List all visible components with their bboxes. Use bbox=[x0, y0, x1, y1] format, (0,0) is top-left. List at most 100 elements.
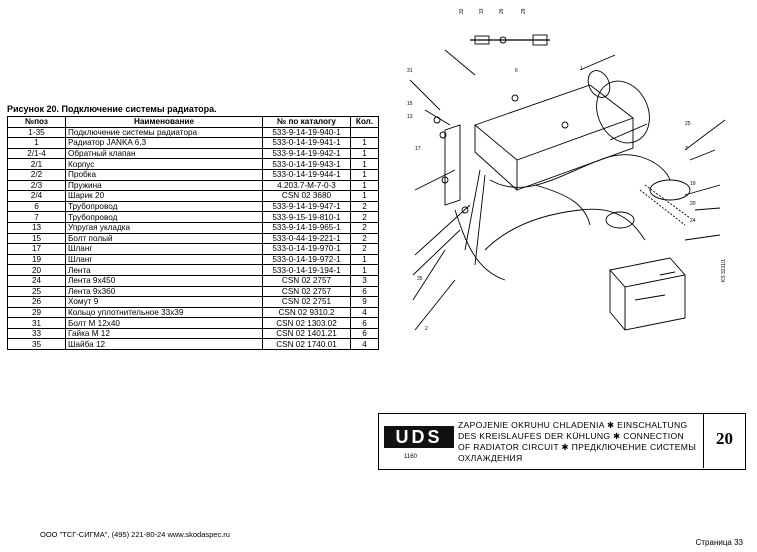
cell-catalog: CSN 02 3680 bbox=[262, 190, 351, 202]
callout-label: 15 bbox=[407, 101, 413, 107]
cell-qty: 1 bbox=[350, 179, 379, 192]
cell-qty: 1 bbox=[350, 190, 379, 202]
cell-name: Трубопровод bbox=[65, 211, 263, 223]
cell-name: Трубопровод bbox=[65, 200, 263, 213]
title-block-frame bbox=[378, 413, 746, 470]
callout-label: 17 bbox=[415, 146, 421, 152]
footer-contact: ООО "ТСГ-СИГМА", (495) 221-80-24 www.sko… bbox=[40, 530, 230, 539]
table-header-row: №поз Наименование № по каталогу Кол. bbox=[7, 116, 379, 128]
col-header-catalog: № по каталогу bbox=[262, 116, 351, 128]
cell-pos: 13 bbox=[7, 221, 66, 234]
cell-catalog: CSN 02 2751 bbox=[262, 296, 351, 308]
figure-number-box: 20 bbox=[703, 413, 745, 468]
cell-catalog: CSN 02 1303.02 bbox=[262, 317, 351, 329]
cell-pos: 19 bbox=[7, 253, 66, 266]
cell-name: Шарик 20 bbox=[65, 190, 263, 202]
callout-label: 35 bbox=[417, 276, 423, 282]
cell-pos: 2/1-4 bbox=[7, 147, 66, 160]
cell-name: Пружина bbox=[65, 179, 263, 192]
callout-label: 24 bbox=[690, 218, 696, 224]
figure-caption: Рисунок 20. Подключение системы радиатор… bbox=[7, 104, 217, 114]
parts-table: №поз Наименование № по каталогу Кол. 1-3… bbox=[7, 116, 379, 351]
cell-pos: 2/3 bbox=[7, 179, 66, 192]
cell-name: Подключение системы радиатора bbox=[65, 126, 263, 139]
cell-name: Лента 9х360 bbox=[65, 285, 263, 298]
cell-pos: 31 bbox=[7, 317, 66, 329]
cell-catalog: 533-0-14-19-970-1 bbox=[262, 243, 351, 255]
cell-catalog: 533-0-14-19-941-1 bbox=[262, 137, 351, 149]
cell-catalog: 4.203.7-М-7-0-3 bbox=[262, 179, 351, 192]
cell-pos: 2/2 bbox=[7, 168, 66, 181]
cell-name: Лента 9х450 bbox=[65, 274, 263, 287]
cell-name: Шайба 12 bbox=[65, 338, 263, 351]
cell-qty: 6 bbox=[350, 285, 379, 298]
cell-qty: 2 bbox=[350, 200, 379, 213]
cell-catalog: 533-0-14-19-944-1 bbox=[262, 168, 351, 181]
callout-label: 25 bbox=[685, 121, 691, 127]
cell-name: Обратный клапан bbox=[65, 147, 263, 160]
cell-pos: 15 bbox=[7, 232, 66, 245]
cell-name: Лента bbox=[65, 264, 263, 276]
cell-qty: 2 bbox=[350, 221, 379, 234]
col-header-name: Наименование bbox=[65, 116, 263, 128]
cell-catalog: 533-0-14-19-194-1 bbox=[262, 264, 351, 276]
cell-catalog: 533-0-14-19-943-1 bbox=[262, 158, 351, 170]
cell-name: Болт М 12х40 bbox=[65, 317, 263, 329]
logo-code: 1160 bbox=[404, 454, 417, 460]
cell-qty: 6 bbox=[350, 317, 379, 329]
cell-name: Корпус bbox=[65, 158, 263, 170]
cell-qty: 4 bbox=[350, 306, 379, 319]
cell-qty: 3 bbox=[350, 274, 379, 287]
drawing-code: KS 3211/1 bbox=[721, 259, 727, 282]
cell-qty: 1 bbox=[350, 264, 379, 276]
title-line-3: OF RADIATOR CIRCUIT ✱ ПРЕДКЛЮЧЕНИЕ СИСТЕ… bbox=[458, 442, 697, 452]
callout-label: 19 bbox=[690, 181, 696, 187]
cell-name: Кольцо уплотнительное 33х39 bbox=[65, 306, 263, 319]
cell-qty: 2 bbox=[350, 211, 379, 223]
cell-name: Хомут 9 bbox=[65, 296, 263, 308]
callout-label: 26 bbox=[499, 8, 505, 14]
title-block-text: ZAPOJENIE OKRUHU CHLADENIA ✱ EINSCHALTUN… bbox=[458, 420, 696, 464]
col-header-qty: Кол. bbox=[350, 116, 379, 128]
title-line-4: ОХЛАЖДЕНИЯ bbox=[458, 453, 523, 463]
cell-catalog: CSN 02 1740.01 bbox=[262, 338, 351, 351]
callout-label: 13 bbox=[407, 114, 413, 120]
cell-qty: 1 bbox=[350, 168, 379, 181]
title-block: UDS 1160 ZAPOJENIE OKRUHU CHLADENIA ✱ EI… bbox=[378, 410, 746, 470]
cell-qty: 1 bbox=[350, 137, 379, 149]
cell-name: Шланг bbox=[65, 253, 263, 266]
cell-pos: 25 bbox=[7, 285, 66, 298]
callout-label: 29 bbox=[521, 8, 527, 14]
cell-pos: 2/1 bbox=[7, 158, 66, 170]
cell-catalog: 533-0-44-19-221-1 bbox=[262, 232, 351, 245]
cell-pos: 17 bbox=[7, 243, 66, 255]
cell-qty: 4 bbox=[350, 338, 379, 351]
uds-logo: UDS bbox=[384, 426, 454, 448]
cell-qty: 9 bbox=[350, 296, 379, 308]
cell-catalog: 533-9-15-19-810-1 bbox=[262, 211, 351, 223]
cell-catalog: CSN 02 2757 bbox=[262, 274, 351, 287]
cell-catalog: CSN 02 9310.2 bbox=[262, 306, 351, 319]
cell-catalog: CSN 02 2757 bbox=[262, 285, 351, 298]
cell-qty bbox=[350, 126, 379, 139]
cell-catalog: 533-9-14-19-947-1 bbox=[262, 200, 351, 213]
cell-qty: 6 bbox=[350, 327, 379, 340]
cell-name: Пробка bbox=[65, 168, 263, 181]
cell-pos: 29 bbox=[7, 306, 66, 319]
cell-qty: 2 bbox=[350, 243, 379, 255]
cell-catalog: 533-9-14-19-942-1 bbox=[262, 147, 351, 160]
callout-label: 33 bbox=[479, 8, 485, 14]
